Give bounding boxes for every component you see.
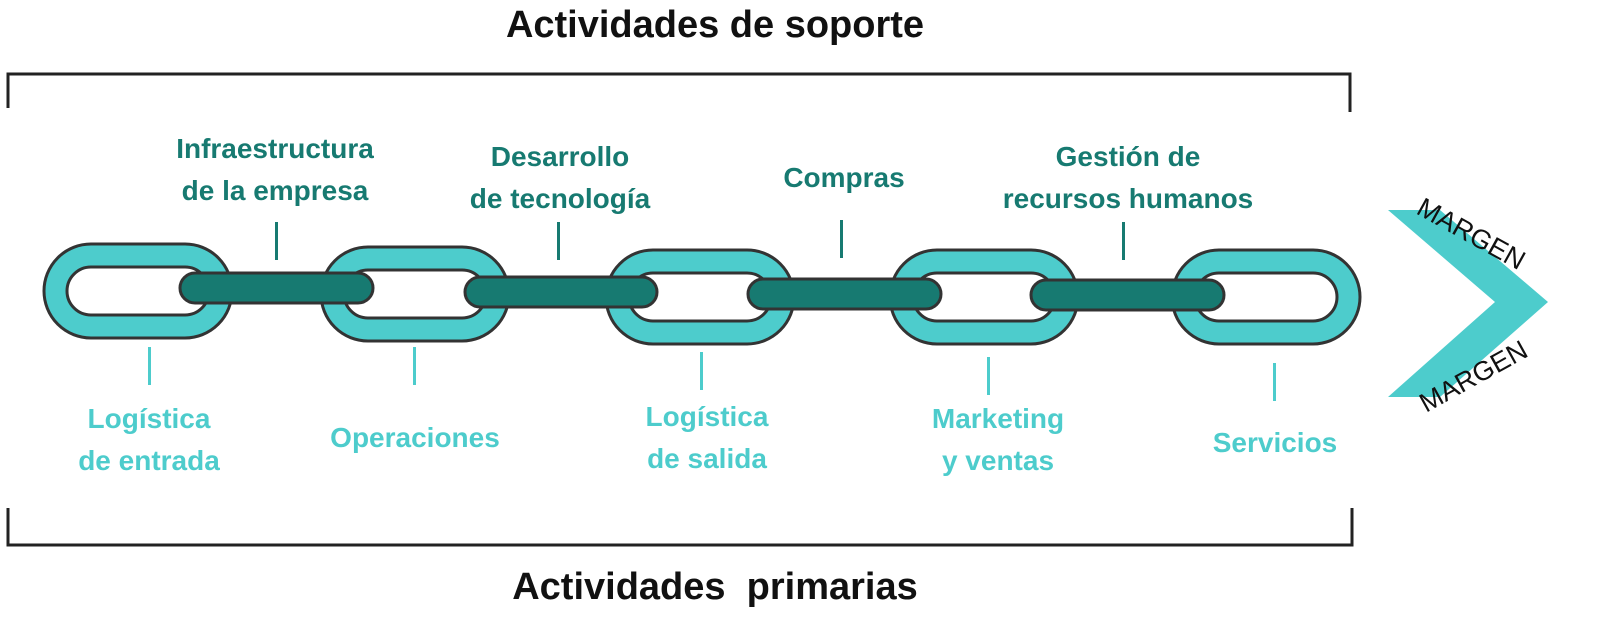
margin-arrow: [1388, 210, 1548, 397]
primary-tick: [1273, 363, 1276, 401]
support-activity-label: Gestión de recursos humanos: [1002, 141, 1254, 214]
support-tick: [840, 220, 843, 258]
chain-bar: [746, 277, 943, 311]
top-bracket: [6, 72, 1352, 112]
primary-activity-label: Servicios: [1212, 427, 1338, 458]
primary-activities-heading: Actividades primarias: [512, 566, 918, 608]
primary-tick: [987, 357, 990, 395]
chain-bar: [178, 271, 375, 305]
support-tick: [275, 222, 278, 260]
chain-bar: [1029, 278, 1226, 312]
chain-bar: [463, 275, 659, 309]
primary-tick: [413, 347, 416, 385]
support-tick: [1122, 222, 1125, 260]
primary-activity-label: Logística de salida: [645, 401, 769, 474]
support-activity-label: Infraestructura de la empresa: [176, 133, 374, 206]
support-activity-label: Compras: [783, 162, 905, 193]
primary-activity-label: Logística de entrada: [78, 403, 220, 476]
bottom-bracket: [6, 508, 1354, 547]
chain-link: [604, 248, 796, 346]
primary-activity-label: Operaciones: [330, 422, 500, 453]
support-activity-label: Desarrollo de tecnología: [469, 141, 651, 214]
primary-tick: [700, 352, 703, 390]
primary-tick: [148, 347, 151, 385]
primary-activity-label: Marketing y ventas: [931, 403, 1065, 476]
support-activities-heading: Actividades de soporte: [505, 4, 925, 46]
support-tick: [557, 222, 560, 260]
